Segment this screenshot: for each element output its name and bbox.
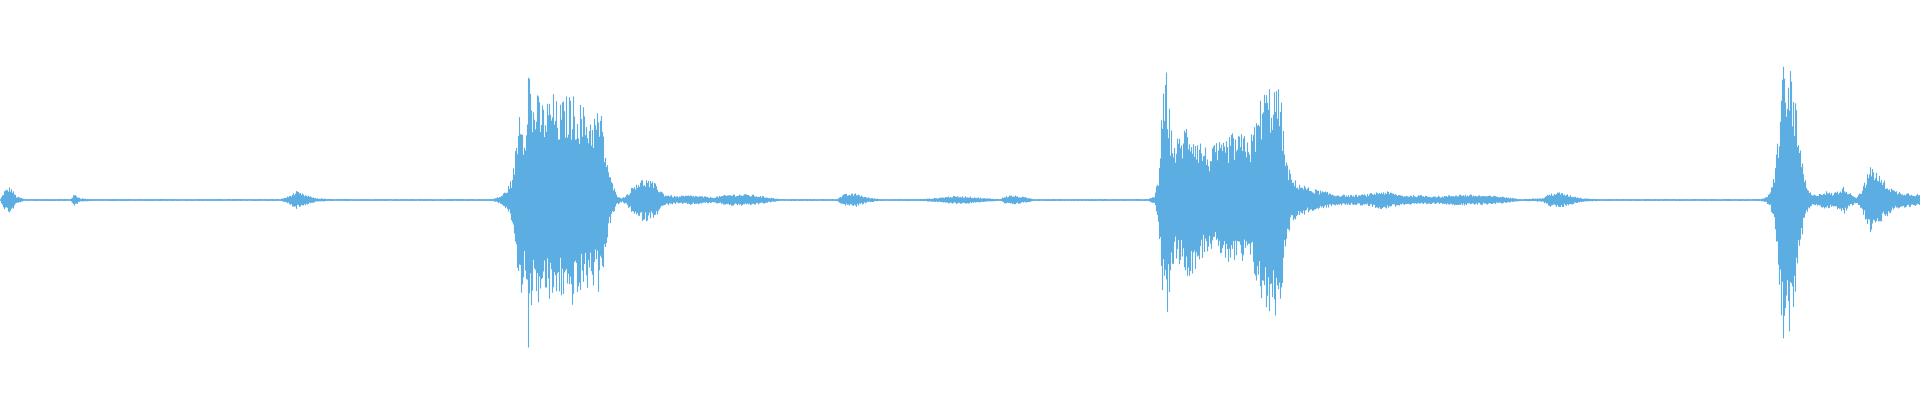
waveform-samples xyxy=(0,66,1920,348)
